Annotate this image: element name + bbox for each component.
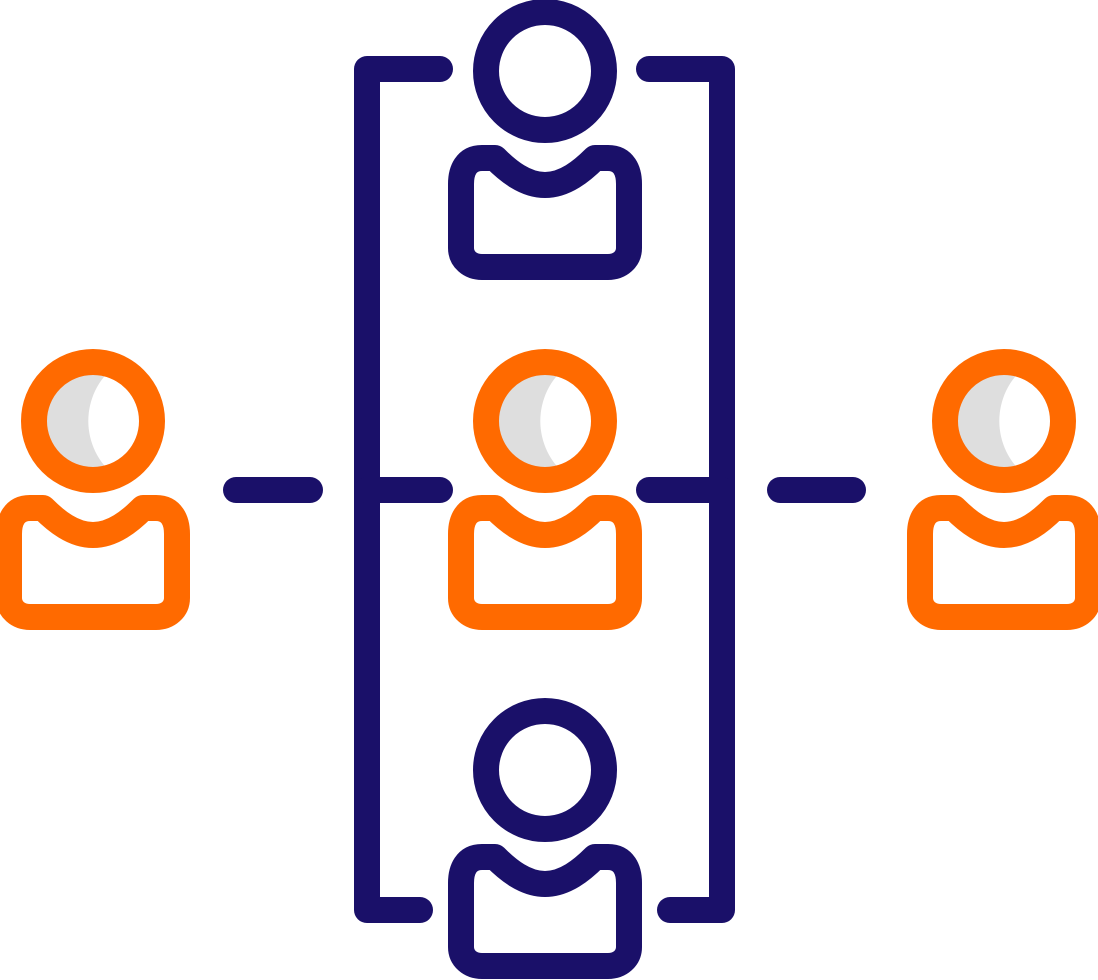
person-bottom-icon	[448, 698, 642, 979]
person-center-icon	[448, 349, 642, 630]
person-right-icon	[907, 349, 1098, 630]
bracket-frame	[354, 56, 735, 923]
person-left-icon	[0, 349, 190, 630]
person-top-icon	[448, 0, 642, 280]
